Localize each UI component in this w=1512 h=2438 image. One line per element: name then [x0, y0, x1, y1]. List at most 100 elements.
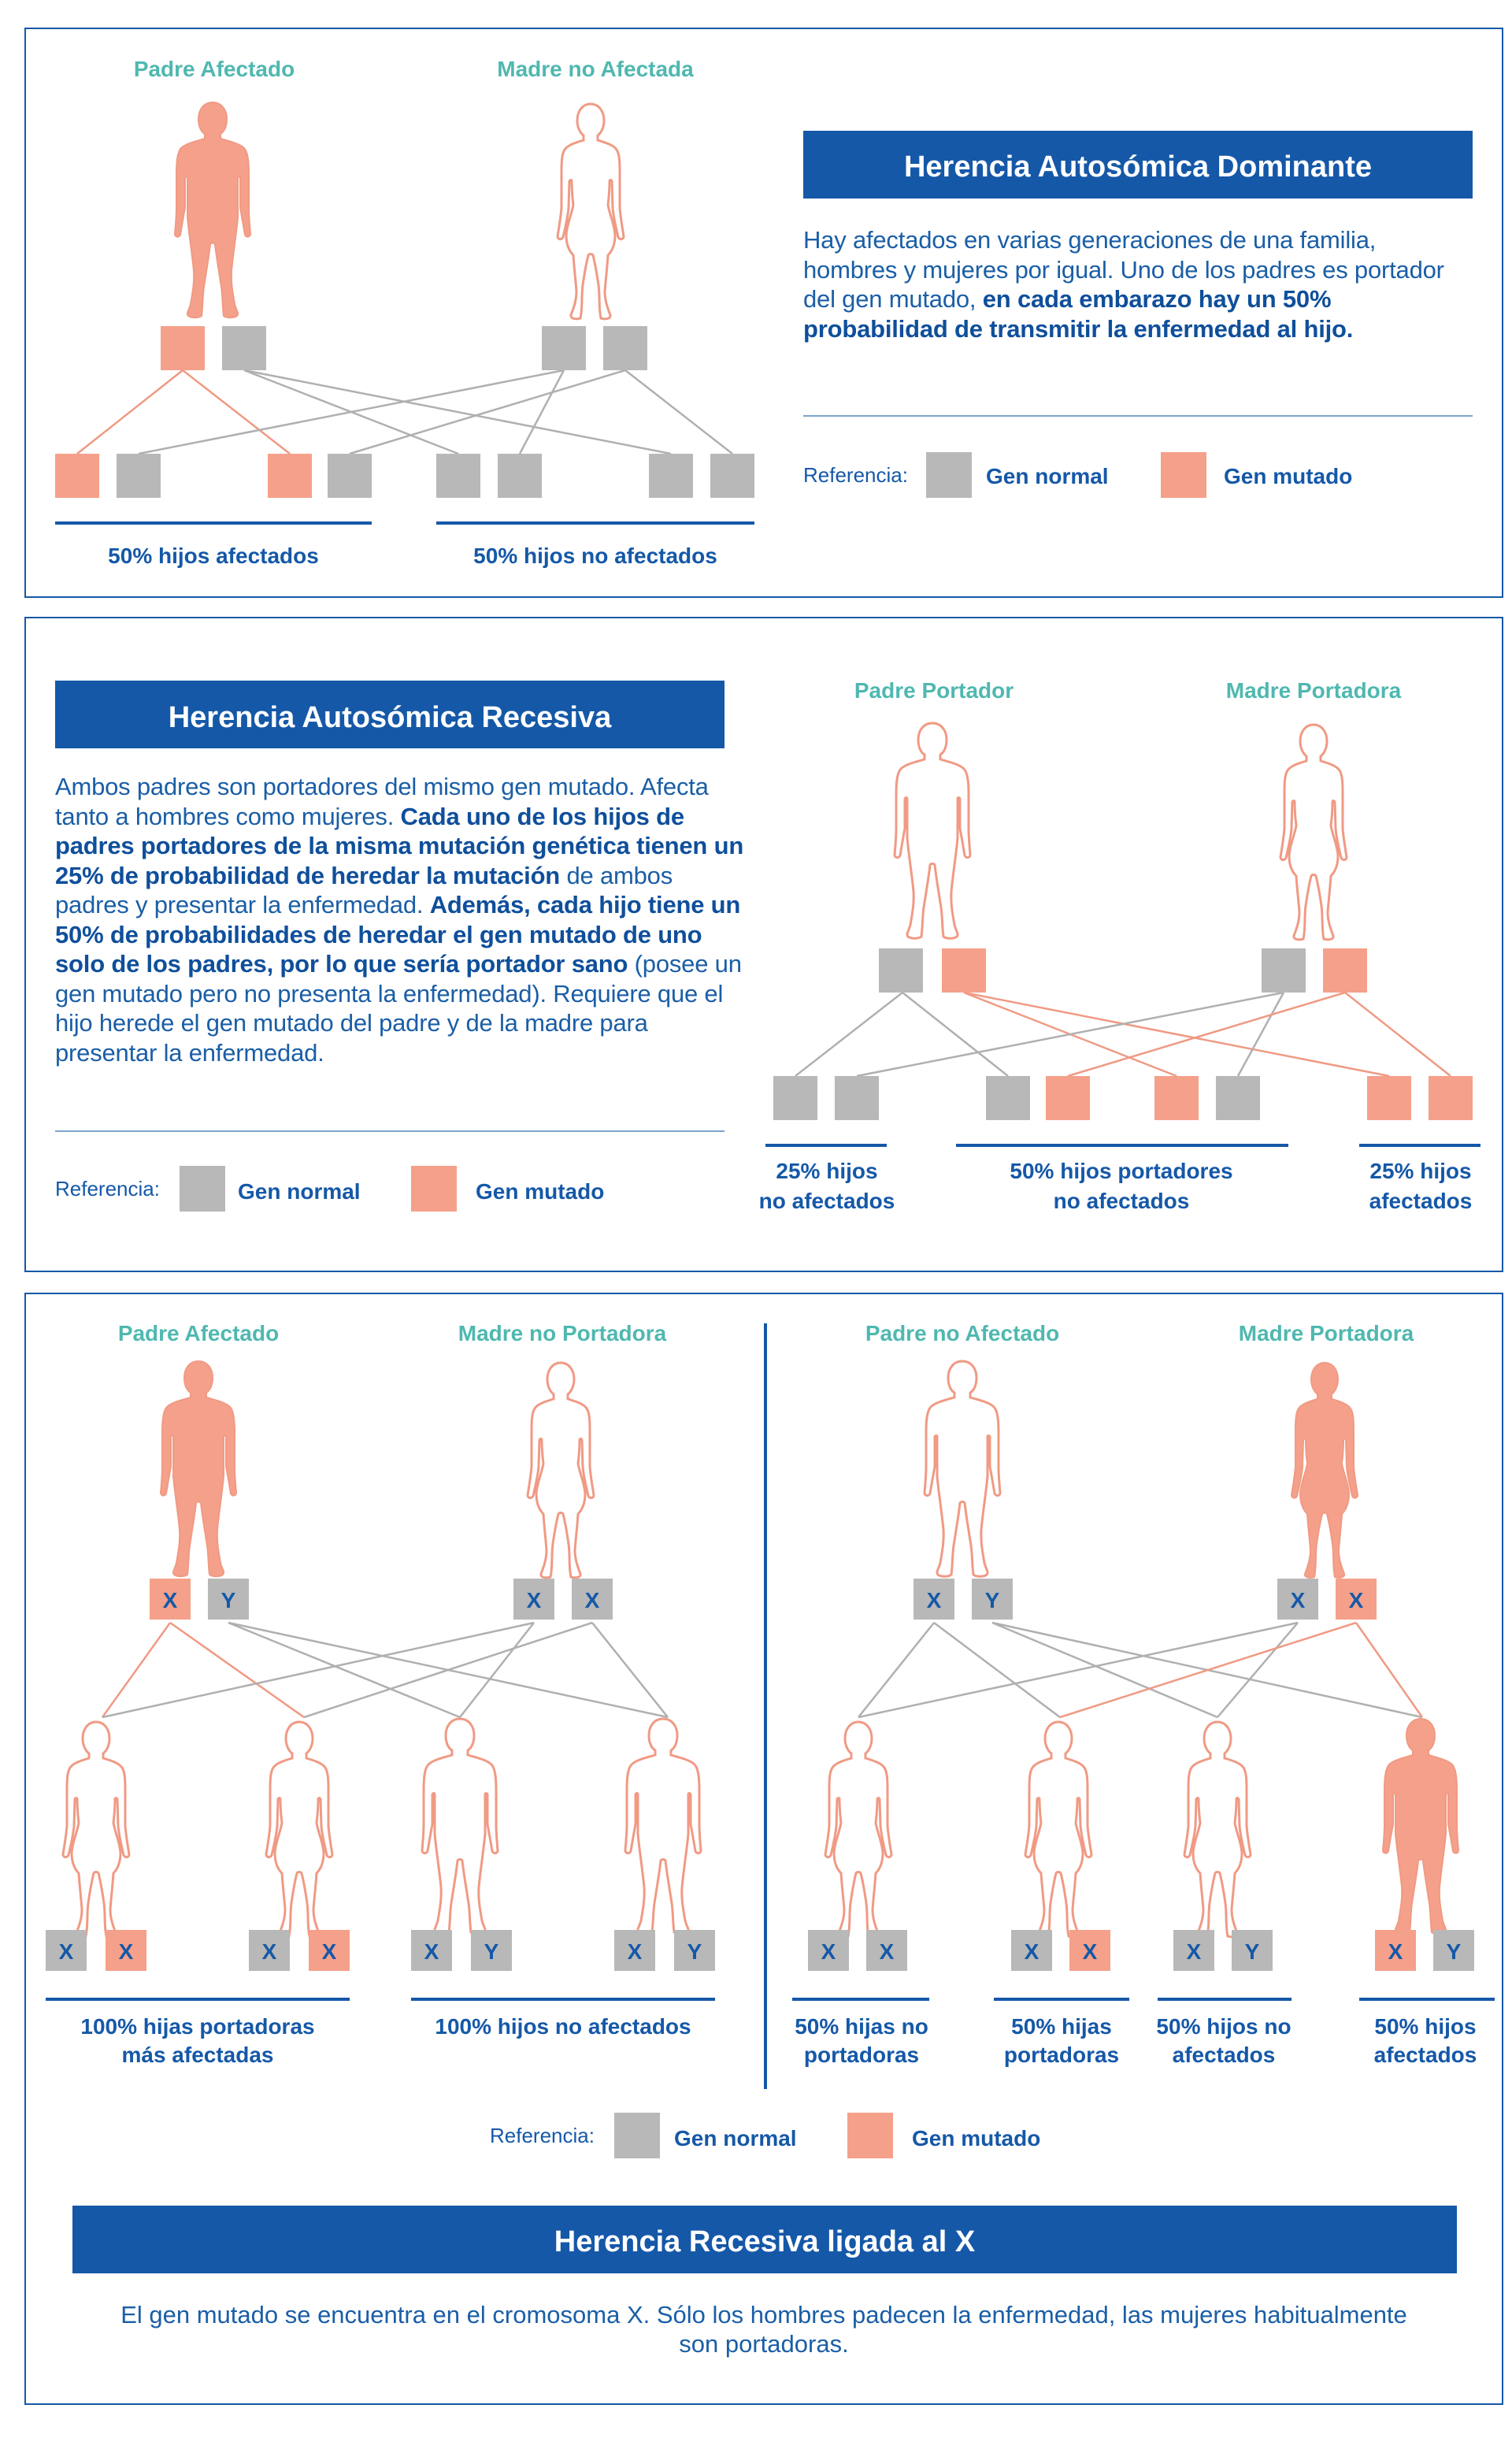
xlinked-legend: Referencia: Gen normal Gen mutado — [490, 2113, 1040, 2158]
recessive-cross-lines — [795, 991, 1451, 1078]
chromosome-x-label: X — [163, 1588, 178, 1612]
chromosome-x-label: X — [119, 1939, 134, 1964]
chromosome-x-label: X — [821, 1939, 836, 1964]
panel-xlinked-frame — [24, 1293, 1503, 2405]
dominant-group-right: 50% hijos no afectados — [473, 544, 717, 568]
xlinked-left-group-1-line2: más afectadas — [121, 2043, 273, 2067]
dominant-father-figure — [174, 102, 251, 319]
legend-normal-swatch — [614, 2113, 660, 2158]
legend-mutated-swatch — [847, 2113, 893, 2158]
legend-label: Referencia: — [803, 463, 908, 487]
xlinked-right-mother-label: Madre Portadora — [1239, 1321, 1414, 1345]
legend-label: Referencia: — [55, 1177, 160, 1200]
xlinked-right-father-figure — [923, 1360, 1002, 1578]
legend-label: Referencia: — [490, 2124, 595, 2147]
gene-normal — [603, 326, 647, 370]
xlinked-right-group-2-line1: 50% hijas — [1011, 2014, 1112, 2039]
dominant-group-left: 50% hijos afectados — [108, 544, 319, 568]
xlinked-left-cross-lines — [101, 1621, 669, 1719]
gene-normal — [1216, 1076, 1260, 1120]
recessive-group-3-line1: 25% hijos — [1369, 1159, 1471, 1183]
chromosome-y-label: Y — [221, 1588, 236, 1612]
chromosome-x-mutated — [1375, 1930, 1416, 1971]
chromosome-y-label: Y — [1245, 1939, 1260, 1964]
xlinked-right-diagram: Padre no Afectado Madre Portadora X Y X … — [792, 1321, 1495, 2067]
gene-mutated — [268, 454, 312, 498]
daughter-carrier-figure — [61, 1720, 131, 1939]
recessive-father-label: Padre Portador — [854, 678, 1014, 703]
recessive-group-2-line2: no afectados — [1054, 1189, 1190, 1213]
chromosome-x-label: X — [59, 1939, 74, 1964]
chromosome-x-normal — [1173, 1930, 1214, 1971]
recessive-group-1-line1: 25% hijos — [776, 1159, 877, 1183]
chromosome-y-normal — [674, 1930, 715, 1971]
gene-normal — [222, 326, 266, 370]
recessive-father-figure — [893, 722, 972, 940]
daughter-carrier-figure — [265, 1720, 334, 1939]
xlinked-left-group-2: 100% hijos no afectados — [435, 2014, 691, 2039]
chromosome-x-label: X — [927, 1588, 942, 1612]
dominant-mother-figure — [556, 102, 625, 321]
gene-normal — [649, 454, 693, 498]
chromosome-x-label: X — [262, 1939, 277, 1964]
gene-mutated — [1323, 948, 1367, 993]
chromosome-y-label: Y — [1447, 1939, 1462, 1964]
chromosome-x-normal — [1011, 1930, 1052, 1971]
chromosome-x-mutated — [1069, 1930, 1110, 1971]
gene-normal — [328, 454, 372, 498]
chromosome-x-normal — [513, 1579, 554, 1620]
chromosome-x-normal — [866, 1930, 907, 1971]
gene-mutated — [1429, 1076, 1473, 1120]
chromosome-y-normal — [471, 1930, 512, 1971]
legend-normal-swatch — [926, 452, 972, 498]
xlinked-left-father-label: Padre Afectado — [118, 1321, 279, 1345]
gene-mutated — [1154, 1076, 1199, 1120]
legend-mutated-swatch — [411, 1166, 457, 1212]
chromosome-x-mutated — [150, 1579, 191, 1620]
legend-mutated-label: Gen mutado — [476, 1179, 604, 1204]
son-unaffected-figure — [1183, 1720, 1252, 1939]
chromosome-x-label: X — [1349, 1588, 1364, 1612]
chromosome-y-normal — [1232, 1930, 1273, 1971]
gene-mutated — [1046, 1076, 1090, 1120]
xlinked-right-group-2-line2: portadoras — [1004, 2043, 1119, 2067]
panel-dominant-frame — [24, 28, 1503, 598]
legend-normal-swatch — [180, 1166, 225, 1212]
legend-mutated-label: Gen mutado — [912, 2126, 1040, 2150]
xlinked-right-group-1-line1: 50% hijas no — [795, 2014, 928, 2039]
xlinked-left-mother-label: Madre no Portadora — [458, 1321, 667, 1345]
xlinked-title-bar — [72, 2206, 1457, 2273]
xlinked-right-group-3-line1: 50% hijos no — [1156, 2014, 1291, 2039]
xlinked-right-cross-lines — [858, 1621, 1424, 1719]
gene-normal — [542, 326, 586, 370]
chromosome-x-normal — [1277, 1579, 1318, 1620]
recessive-legend: Referencia: Gen normal Gen mutado — [55, 1166, 604, 1212]
gene-normal — [1262, 948, 1306, 993]
chromosome-y-normal — [1433, 1930, 1474, 1971]
chromosome-x-label: X — [880, 1939, 895, 1964]
gene-mutated — [55, 454, 99, 498]
gene-mutated — [942, 948, 986, 993]
recessive-title: Herencia Autosómica Recesiva — [169, 701, 612, 734]
panel-recessive-frame — [24, 617, 1503, 1272]
legend-normal-label: Gen normal — [238, 1179, 361, 1204]
dominant-description: Hay afectados en varias generaciones de … — [803, 226, 1444, 343]
xlinked-left-diagram: Padre Afectado Madre no Portadora X Y X … — [46, 1321, 715, 2067]
chromosome-x-normal — [614, 1930, 655, 1971]
gene-normal — [986, 1076, 1030, 1120]
gene-normal — [879, 948, 923, 993]
legend-mutated-label: Gen mutado — [1224, 464, 1352, 488]
chromosome-x-normal — [411, 1930, 452, 1971]
legend-normal-label: Gen normal — [986, 464, 1109, 488]
xlinked-footer: El gen mutado se encuentra en el cromoso… — [120, 2301, 1407, 2358]
recessive-title-bar — [55, 681, 724, 748]
chromosome-x-label: X — [1291, 1588, 1306, 1612]
chromosome-x-label: X — [1083, 1939, 1098, 1964]
chromosome-x-normal — [914, 1579, 954, 1620]
chromosome-x-label: X — [628, 1939, 643, 1964]
chromosome-y-label: Y — [484, 1939, 499, 1964]
legend-normal-label: Gen normal — [674, 2126, 797, 2150]
dominant-title-bar — [803, 131, 1473, 199]
daughter-noncarrier-figure — [824, 1720, 893, 1939]
